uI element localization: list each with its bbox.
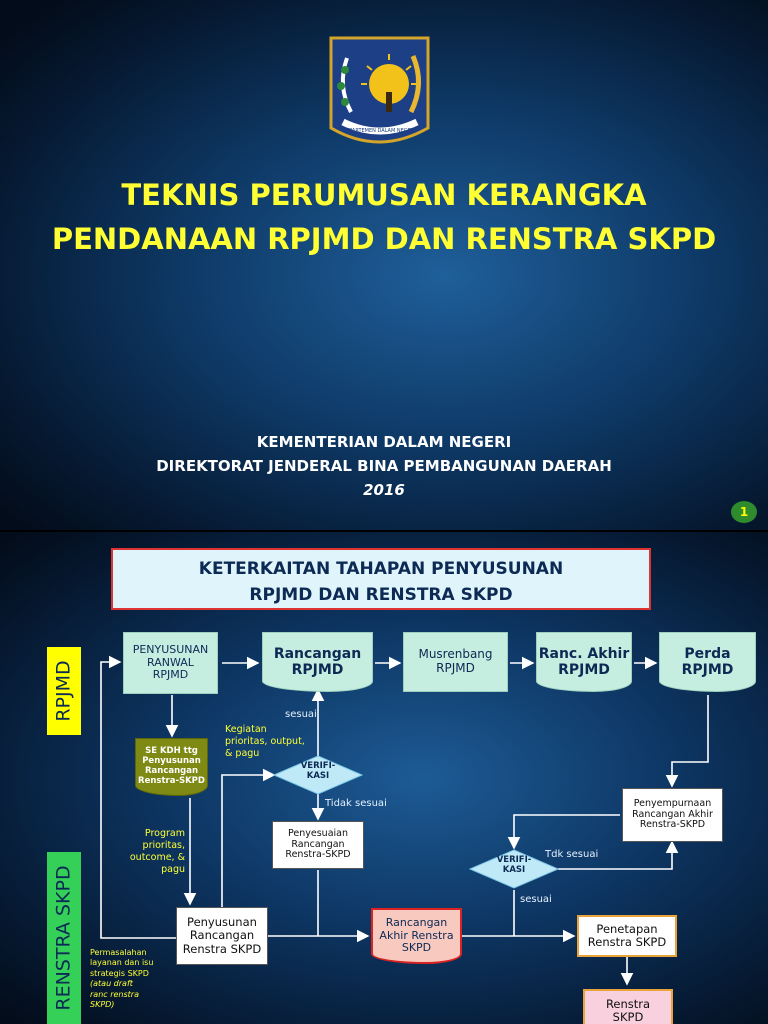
- verif2-line2: KASI: [502, 864, 526, 875]
- permasalahan-line1: Permasalahan: [90, 948, 147, 957]
- arrow-penyusunan-ranwal: [100, 655, 176, 939]
- renstra-line2: SKPD: [612, 1010, 644, 1024]
- lane-label-renstra: RENSTRA SKPD: [47, 852, 81, 1024]
- node-penyusunan-rancangan-renstra: Penyusunan Rancangan Renstra SKPD: [176, 907, 268, 965]
- musrenbang-line2: RPJMD: [436, 661, 475, 675]
- penyesuaian-line3: Renstra-SKPD: [285, 849, 351, 861]
- penetapan-line2: Renstra SKPD: [587, 935, 667, 949]
- emblem-ribbon-text: DEPARTEMEN DALAM NEGERI: [342, 128, 416, 134]
- penyusunan-line3: Renstra SKPD: [182, 941, 262, 956]
- arrow-penyempurnaan-verif2: [507, 814, 620, 850]
- permasalahan-line2: layanan dan isu: [90, 958, 154, 968]
- slide-title-line1: TEKNIS PERUMUSAN KERANGKA: [121, 178, 647, 212]
- rancakhir-line1: Ranc. Akhir: [538, 645, 630, 662]
- node-se-kdh: SE KDH ttg Penyusunan Rancangan Renstra-…: [135, 738, 208, 796]
- rancangan-akhir-line1: Rancangan: [385, 916, 448, 930]
- arrow-verif2-penyempurnaan: [558, 840, 679, 870]
- label-tidak-sesuai: Tidak sesuai: [325, 798, 387, 809]
- rancangan-line2: RPJMD: [291, 662, 344, 678]
- flowchart-slide: KETERKAITAN TAHAPAN PENYUSUNAN RPJMD DAN…: [0, 532, 768, 1024]
- verif1-line1: VERIFI-: [300, 761, 336, 771]
- arrow-penyusunan-verif1: [221, 768, 276, 921]
- penyusunan-line1: Penyusunan: [187, 915, 257, 930]
- header-line2: RPJMD DAN RENSTRA SKPD: [249, 585, 513, 605]
- penyempurnaan-line3: Renstra-SKPD: [639, 819, 706, 831]
- verifikasi-diamond-2: [468, 849, 560, 889]
- permasalahan-line5: ranc renstra: [90, 989, 139, 999]
- label-sesuai-1: sesuai: [285, 709, 317, 720]
- rancakhir-line2: RPJMD: [558, 662, 610, 678]
- node-renstra-skpd: Renstra SKPD: [583, 989, 673, 1024]
- node-penetapan-renstra: Penetapan Renstra SKPD: [577, 915, 677, 957]
- kegiatan-line2: prioritas, output,: [225, 735, 305, 747]
- verifikasi-1-label: VERIFI- KASI: [288, 761, 348, 782]
- verifikasi-diamond-1: [272, 755, 364, 795]
- node-rancangan-rpjmd: Rancangan RPJMD: [262, 632, 373, 692]
- title-slide: DEPARTEMEN DALAM NEGERI TEKNIS PERUMUSAN…: [0, 0, 768, 530]
- rancangan-akhir-line3: SKPD: [401, 941, 432, 955]
- penyempurnaan-line2: Rancangan Akhir: [632, 808, 713, 820]
- program-line4: pagu: [161, 863, 185, 875]
- year-label: 2016: [363, 481, 405, 499]
- kegiatan-line3: & pagu: [225, 747, 260, 759]
- program-line1: Program: [144, 828, 185, 839]
- node-perda-rpjmd: Perda RPJMD: [659, 632, 756, 692]
- penyusunan-line2: Rancangan: [189, 928, 255, 943]
- ranwal-line3: RPJMD: [152, 668, 189, 682]
- node-ranc-akhir-rpjmd: Ranc. Akhir RPJMD: [536, 632, 632, 692]
- ranwal-line2: RANWAL: [147, 655, 194, 669]
- node-musrenbang-rpjmd: Musrenbang RPJMD: [403, 632, 508, 692]
- label-tdk-sesuai: Tdk sesuai: [545, 849, 599, 860]
- lane-label-rpjmd: RPJMD: [47, 647, 81, 735]
- header-line1: KETERKAITAN TAHAPAN PENYUSUNAN: [198, 559, 564, 579]
- sekdh-line1: SE KDH ttg: [145, 746, 198, 757]
- org-line1: KEMENTERIAN DALAM NEGERI: [256, 433, 512, 451]
- ranwal-line1: PENYUSUNAN: [132, 643, 209, 657]
- musrenbang-line1: Musrenbang: [418, 647, 493, 662]
- arrow-perda-penyempurnaan: [665, 695, 709, 788]
- verif1-line2: KASI: [306, 770, 330, 781]
- label-sesuai-2: sesuai: [520, 894, 552, 905]
- penyempurnaan-line1: Penyempurnaan: [633, 797, 712, 809]
- sekdh-line2: Penyusunan: [142, 756, 201, 767]
- slide-separator: [0, 530, 768, 532]
- node-rancangan-akhir-renstra: Rancangan Akhir Renstra SKPD: [371, 908, 462, 964]
- note-kegiatan: Kegiatan prioritas, output, & pagu: [225, 724, 305, 760]
- perda-line1: Perda: [684, 645, 731, 662]
- permasalahan-line3: strategis SKPD: [90, 968, 149, 978]
- verifikasi-2-label: VERIFI- KASI: [484, 855, 544, 876]
- flowchart-header: KETERKAITAN TAHAPAN PENYUSUNAN RPJMD DAN…: [111, 548, 651, 610]
- note-program: Program prioritas, outcome, & pagu: [125, 828, 185, 876]
- renstra-line1: Renstra: [605, 996, 651, 1011]
- program-line3: outcome, &: [129, 851, 185, 863]
- rancangan-akhir-line2: Akhir Renstra: [379, 928, 454, 942]
- node-penyusunan-ranwal: PENYUSUNAN RANWAL RPJMD: [123, 632, 218, 694]
- penyesuaian-line1: Penyesuaian: [288, 827, 348, 839]
- verif2-line1: VERIFI-: [496, 855, 532, 865]
- penetapan-line1: Penetapan: [596, 921, 658, 936]
- ministry-emblem-icon: DEPARTEMEN DALAM NEGERI: [329, 36, 430, 144]
- note-permasalahan: Permasalahan layanan dan isu strategis S…: [90, 948, 153, 1010]
- perda-line2: RPJMD: [681, 662, 734, 678]
- org-line2: DIREKTORAT JENDERAL BINA PEMBANGUNAN DAE…: [156, 457, 612, 475]
- permasalahan-line4: (atau draft: [90, 979, 133, 989]
- node-penyesuaian: Penyesuaian Rancangan Renstra-SKPD: [272, 821, 364, 869]
- node-penyempurnaan: Penyempurnaan Rancangan Akhir Renstra-SK…: [622, 788, 723, 842]
- program-line2: prioritas,: [142, 839, 185, 851]
- flow-connectors: [100, 655, 709, 986]
- rancangan-line1: Rancangan: [273, 645, 362, 662]
- permasalahan-line6: SKPD): [90, 999, 115, 1009]
- sekdh-line4: Renstra-SKPD: [138, 775, 205, 786]
- penyesuaian-line2: Rancangan: [291, 838, 345, 850]
- page-number-badge: 1: [731, 501, 757, 523]
- kegiatan-line1: Kegiatan: [225, 724, 267, 735]
- sekdh-line3: Rancangan: [144, 766, 199, 776]
- slide-title-line2: PENDANAAN RPJMD DAN RENSTRA SKPD: [51, 222, 717, 256]
